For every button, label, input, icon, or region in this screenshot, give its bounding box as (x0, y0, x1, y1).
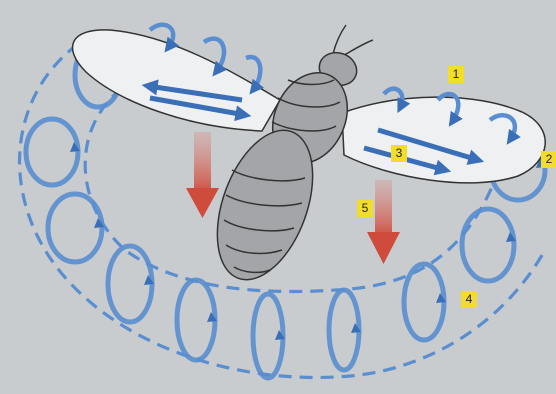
label-5: 5 (357, 200, 373, 217)
bee-antenna (333, 25, 346, 54)
label-2: 2 (541, 151, 556, 168)
label-1: 1 (448, 66, 464, 83)
vortex-ring (48, 194, 102, 262)
left-wing (73, 30, 281, 131)
vortex-ring (462, 209, 514, 281)
vortex-ring (26, 119, 78, 185)
bee-body (199, 25, 373, 293)
downwash-arrow-right (367, 180, 400, 264)
downwash-arrow-left (186, 132, 219, 218)
label-3: 3 (391, 145, 407, 162)
label-4: 4 (461, 291, 477, 308)
